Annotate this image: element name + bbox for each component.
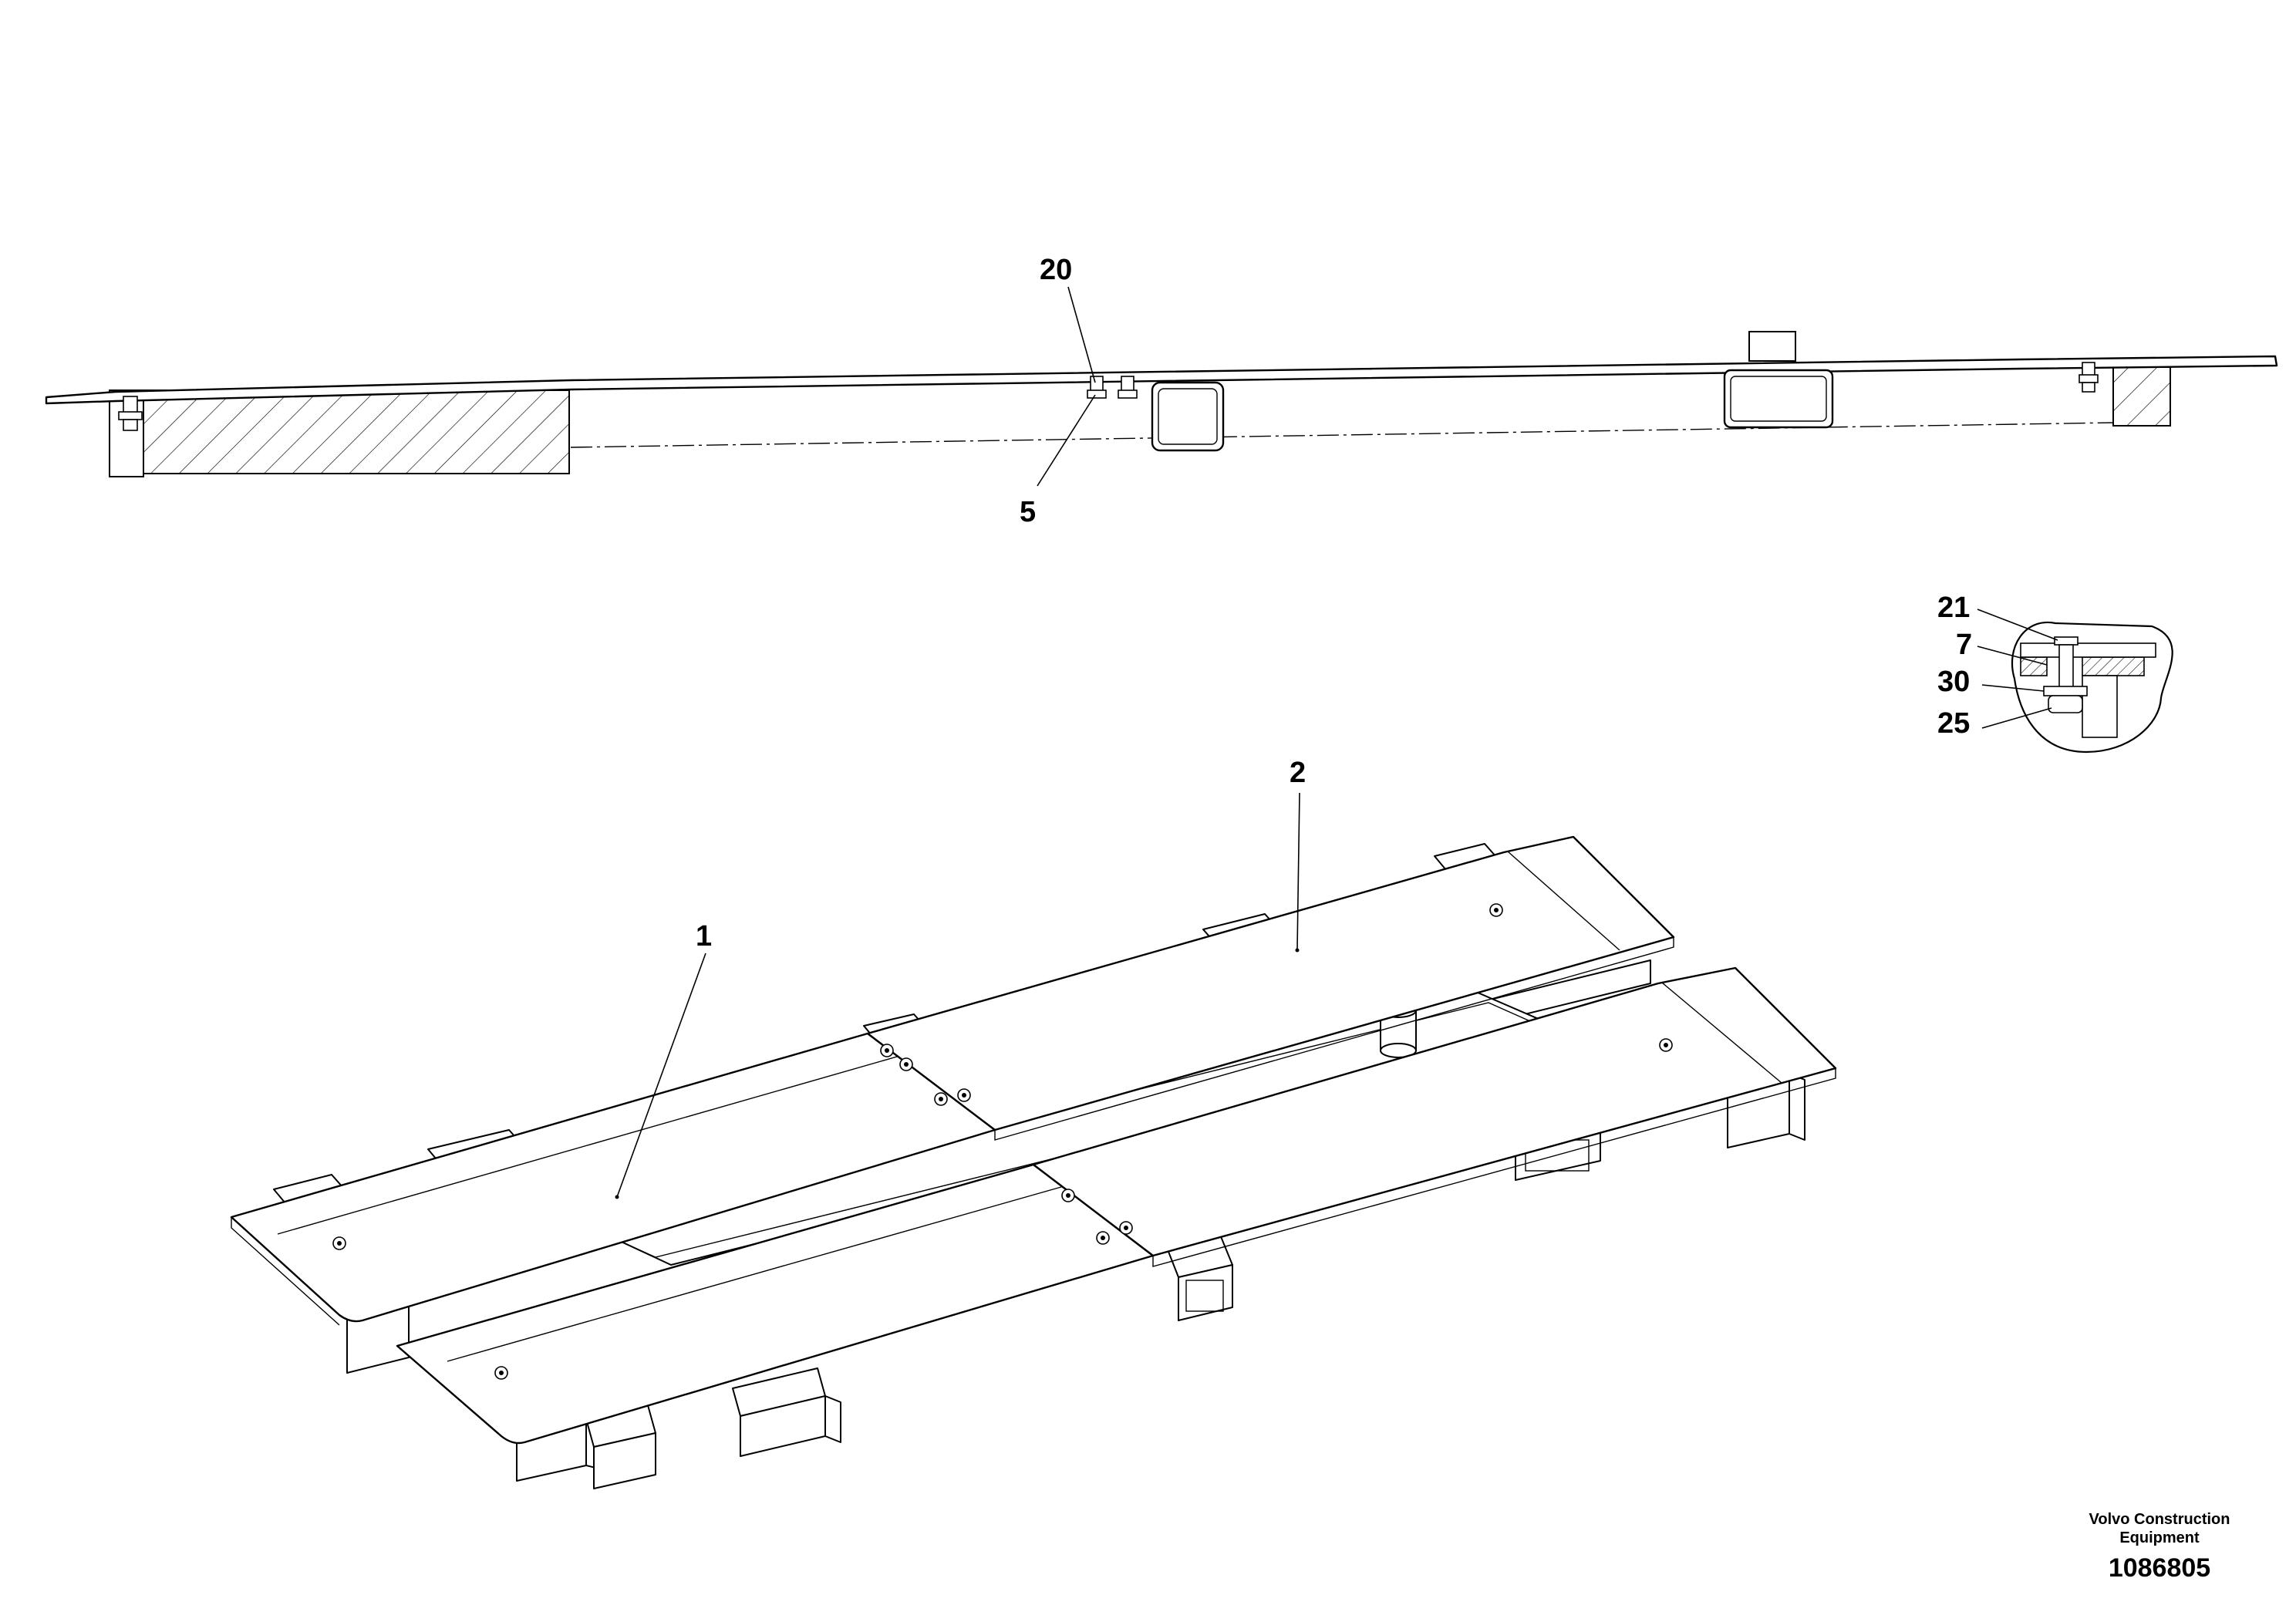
isometric-view bbox=[230, 792, 1837, 1489]
detail-plate-top bbox=[2020, 642, 2156, 658]
panel-front-right bbox=[1032, 966, 1837, 1257]
panel-front-right-bend bbox=[1661, 982, 1782, 1084]
left-hatched-block bbox=[113, 389, 570, 474]
leader-20 bbox=[1067, 286, 1096, 383]
callout-5: 5 bbox=[1020, 496, 1036, 528]
side-tube-left bbox=[1151, 381, 1225, 452]
callout-20: 20 bbox=[1040, 254, 1072, 286]
panel-1-bend bbox=[277, 1054, 903, 1235]
callout-30: 30 bbox=[1937, 666, 1970, 698]
side-view bbox=[45, 286, 2278, 487]
company-name-line-1: Volvo Construction bbox=[2089, 1511, 2230, 1528]
side-tube-right bbox=[1723, 369, 1834, 429]
callout-7: 7 bbox=[1956, 629, 1972, 661]
detail-view bbox=[1977, 609, 2173, 754]
leader-30 bbox=[1981, 684, 2045, 692]
detail-block bbox=[2082, 675, 2118, 738]
callout-21: 21 bbox=[1937, 592, 1970, 624]
leader-25 bbox=[1981, 707, 2052, 729]
detail-plate-left bbox=[2020, 656, 2048, 676]
leader-2 bbox=[1296, 792, 1300, 951]
document-number: 1086805 bbox=[2108, 1553, 2211, 1583]
side-bolt-right bbox=[2079, 362, 2099, 393]
panel-1-edge bbox=[231, 1217, 340, 1326]
detail-bolt-head bbox=[2054, 636, 2079, 646]
panel-1 bbox=[230, 1032, 996, 1323]
side-bolt-left bbox=[118, 396, 143, 431]
callout-1: 1 bbox=[696, 920, 712, 953]
side-plate bbox=[45, 355, 2278, 405]
leader-5 bbox=[1037, 394, 1096, 487]
leader-1 bbox=[616, 953, 706, 1198]
side-tube-left-inner bbox=[1158, 388, 1218, 445]
panel-2-bend bbox=[1507, 851, 1620, 951]
panel-front-right-edge bbox=[1152, 1068, 1836, 1267]
callout-25: 25 bbox=[1937, 707, 1970, 740]
right-hatched-block bbox=[2112, 366, 2171, 427]
leader-2-dot bbox=[1295, 948, 1300, 953]
side-bolt-pair bbox=[1087, 376, 1138, 399]
footer: Volvo Construction Equipment 1086805 bbox=[2052, 1510, 2267, 1583]
panel-2 bbox=[866, 835, 1675, 1131]
side-centerline bbox=[570, 422, 2114, 448]
leader-1-dot bbox=[615, 1195, 619, 1199]
panel-front-left bbox=[396, 1163, 1155, 1445]
company-name-line-2: Equipment bbox=[2119, 1529, 2200, 1546]
panel-front-left-bend bbox=[447, 1183, 1073, 1362]
side-tube-right-inner bbox=[1730, 376, 1827, 422]
detail-outline bbox=[2011, 621, 2173, 754]
callout-2: 2 bbox=[1290, 757, 1306, 789]
leader-7 bbox=[1977, 646, 2048, 666]
detail-washer bbox=[2043, 686, 2088, 696]
side-top-box bbox=[1748, 331, 1796, 362]
detail-nut bbox=[2048, 695, 2083, 713]
panel-2-front-edge bbox=[994, 937, 1674, 1141]
leader-21 bbox=[1977, 609, 2058, 641]
panel-bolts bbox=[332, 903, 1673, 1380]
detail-plate-right bbox=[2082, 656, 2145, 676]
front-feet bbox=[585, 1367, 841, 1489]
